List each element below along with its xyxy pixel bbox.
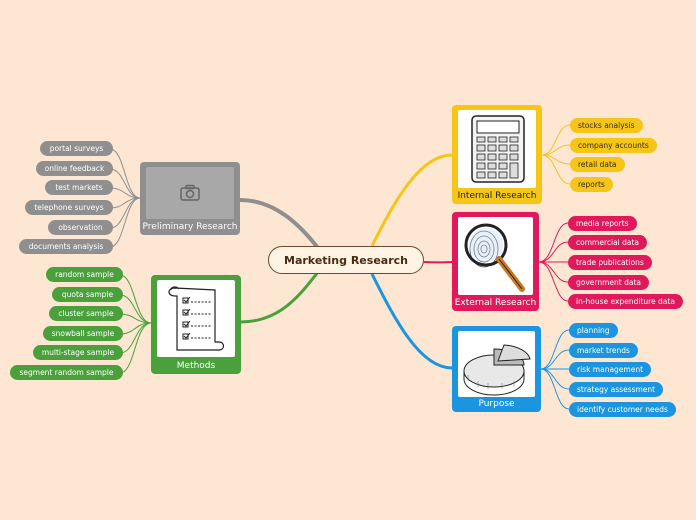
external-image (458, 217, 533, 295)
preliminary-research-node[interactable]: Preliminary Research (140, 162, 240, 235)
external-research-label: External Research (452, 298, 539, 308)
internal-image (458, 110, 536, 188)
list-item[interactable]: portal surveys (40, 141, 113, 156)
list-item[interactable]: media reports (568, 216, 637, 231)
list-item[interactable]: cluster sample (49, 306, 123, 321)
central-topic[interactable]: Marketing Research (268, 246, 424, 274)
list-item[interactable]: telephone surveys (25, 200, 113, 215)
list-item[interactable]: test markets (45, 180, 113, 195)
purpose-label: Purpose (452, 399, 541, 409)
pie-chart-icon (458, 331, 535, 397)
branch-link-purpose (372, 274, 452, 368)
list-item[interactable]: risk management (569, 362, 651, 377)
external-research-node[interactable]: External Research (452, 212, 539, 311)
branch-link-preliminary (240, 200, 318, 248)
list-item[interactable]: random sample (46, 267, 123, 282)
internal-research-node[interactable]: Internal Research (452, 105, 542, 204)
branch-link-methods (240, 272, 318, 322)
list-item[interactable]: stocks analysis (570, 118, 643, 133)
camera-icon (179, 184, 201, 202)
purpose-image (458, 331, 535, 397)
list-item[interactable]: observation (48, 220, 113, 235)
calculator-icon (458, 110, 536, 188)
list-item[interactable]: segment random sample (10, 365, 123, 380)
list-item[interactable]: trade publications (568, 255, 652, 270)
list-item[interactable]: planning (569, 323, 618, 338)
methods-node[interactable]: Methods (151, 275, 241, 374)
list-item[interactable]: commercial data (568, 235, 647, 250)
magnifier-fingerprint-icon (458, 217, 533, 295)
list-item[interactable]: strategy assessment (569, 382, 663, 397)
list-item[interactable]: reports (570, 177, 613, 192)
list-item[interactable]: company accounts (570, 138, 657, 153)
image-placeholder (146, 167, 234, 219)
list-item[interactable]: identify customer needs (569, 402, 676, 417)
methods-label: Methods (151, 361, 241, 371)
preliminary-research-label: Preliminary Research (140, 222, 240, 232)
checklist-scroll-icon (157, 280, 235, 357)
list-item[interactable]: market trends (569, 343, 638, 358)
purpose-node[interactable]: Purpose (452, 326, 541, 412)
branch-link-internal (372, 155, 452, 246)
list-item[interactable]: in-house expenditure data (568, 294, 683, 309)
list-item[interactable]: government data (568, 275, 649, 290)
internal-research-label: Internal Research (452, 191, 542, 201)
list-item[interactable]: quota sample (52, 287, 123, 302)
list-item[interactable]: online feedback (36, 161, 113, 176)
central-topic-label: Marketing Research (284, 254, 408, 267)
list-item[interactable]: retail data (570, 157, 625, 172)
methods-image (157, 280, 235, 357)
list-item[interactable]: documents analysis (19, 239, 113, 254)
list-item[interactable]: snowball sample (43, 326, 123, 341)
list-item[interactable]: multi-stage sample (33, 345, 123, 360)
